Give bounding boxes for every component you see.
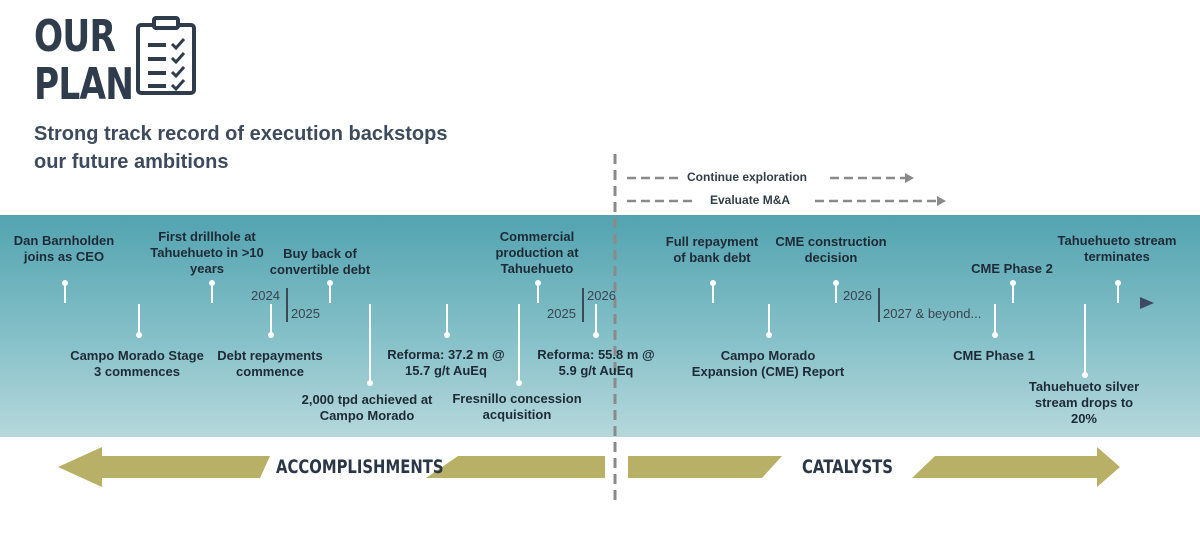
event-pin [138,304,140,334]
event-dot [444,332,450,338]
event-dot [367,380,373,386]
ongoing-label-evaluate-ma: Evaluate M&A [710,193,791,207]
page-title-line1: OUR [34,11,116,62]
event-dot [833,280,839,286]
event-pin [768,304,770,334]
event-pin [211,286,213,303]
event-buyback: Buy back of convertible debt [269,246,371,277]
year-tick [582,288,584,322]
event-pin [64,286,66,303]
event-dot [327,280,333,286]
year-label-2026: 2026 [587,288,616,303]
event-pin [369,304,371,382]
event-pin [595,304,597,334]
event-dot [1082,372,1088,378]
event-pin [994,304,996,334]
event-stream-drops: Tahuehueto silver stream drops to 20% [1028,379,1140,426]
event-pin [1012,286,1014,303]
event-dot [593,332,599,338]
ongoing-label-continue-exploration: Continue exploration [687,170,807,184]
event-pin [835,286,837,303]
event-dot [535,280,541,286]
catalysts-arrow-right [912,447,1120,487]
event-dot [136,332,142,338]
catalysts-arrow-left [628,456,782,478]
event-ceo: Dan Barnholden joins as CEO [13,233,115,264]
catalysts-label: CATALYSTS [802,456,893,478]
event-dot [710,280,716,286]
event-stream-terminates: Tahuehueto stream terminates [1057,233,1177,264]
year-tick [286,288,288,322]
year-tick [878,288,880,322]
event-debt-repayments: Debt repayments commence [217,348,323,379]
event-pin [537,286,539,303]
event-reforma-37: Reforma: 37.2 m @ 15.7 g/t AuEq [387,347,505,378]
event-dot [766,332,772,338]
event-pin [1117,286,1119,303]
accomplishments-label: ACCOMPLISHMENTS [276,456,444,478]
event-pin [329,286,331,303]
year-label-2025: 2025 [291,306,320,321]
event-dot [209,280,215,286]
year-label-2026b: 2026 [843,288,872,303]
event-cme-phase-1: CME Phase 1 [953,348,1035,363]
event-first-drillhole: First drillhole at Tahuehueto in >10 yea… [150,229,264,276]
page-subtitle: Strong track record of execution backsto… [34,123,448,173]
event-dot [1010,280,1016,286]
event-dot [992,332,998,338]
event-dot [516,380,522,386]
timeline-band [0,215,1200,437]
event-cme-decision: CME construction decision [775,234,887,265]
event-pin [446,304,448,334]
accomplishments-arrow-right [426,456,605,478]
event-bank-debt: Full repayment of bank debt [665,234,759,265]
event-pin [518,304,520,382]
year-label-2027-beyond: 2027 & beyond... [883,306,982,321]
event-cme-phase-2: CME Phase 2 [971,261,1053,276]
event-fresnillo: Fresnillo concession acquisition [452,391,582,422]
page-title-line2: PLAN [34,59,134,110]
event-pin [712,286,714,303]
event-pin [270,304,272,334]
event-commercial-production: Commercial production at Tahuehueto [495,229,579,276]
event-2000-tpd: 2,000 tpd achieved at Campo Morado [301,392,433,423]
event-dot [268,332,274,338]
event-reforma-55: Reforma: 55.8 m @ 5.9 g/t AuEq [537,347,655,378]
event-dot [62,280,68,286]
event-pin [1084,304,1086,374]
year-label-2025b: 2025 [547,306,576,321]
event-dot [1115,280,1121,286]
event-stage-3: Campo Morado Stage 3 commences [70,348,204,379]
year-label-2024: 2024 [251,288,280,303]
accomplishments-arrow-left [58,447,270,487]
event-cme-report: Campo Morado Expansion (CME) Report [691,348,845,379]
